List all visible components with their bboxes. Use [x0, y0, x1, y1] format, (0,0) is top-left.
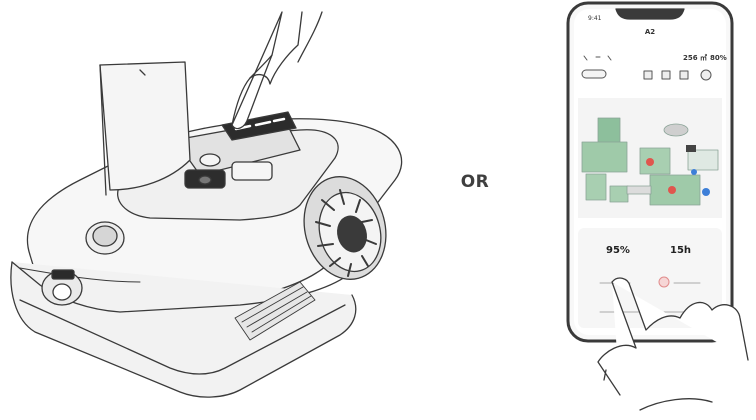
phone-illustration: 9:41 A2 256 ㎡ 80% 95% 15h: [568, 3, 748, 410]
battery-value: 80%: [710, 54, 727, 62]
or-separator: OR: [440, 172, 510, 192]
status-time: 9:41: [588, 15, 602, 22]
hand-pressing-icon: [232, 12, 322, 129]
stat-value-1: 95%: [606, 245, 630, 256]
robot-mower-illustration: [11, 12, 402, 397]
stat-value-2: 15h: [670, 245, 691, 256]
front-sensor: [42, 270, 82, 305]
area-value: 256 ㎡: [683, 53, 707, 62]
stop-button: [86, 222, 124, 254]
device-name: A2: [645, 28, 655, 36]
